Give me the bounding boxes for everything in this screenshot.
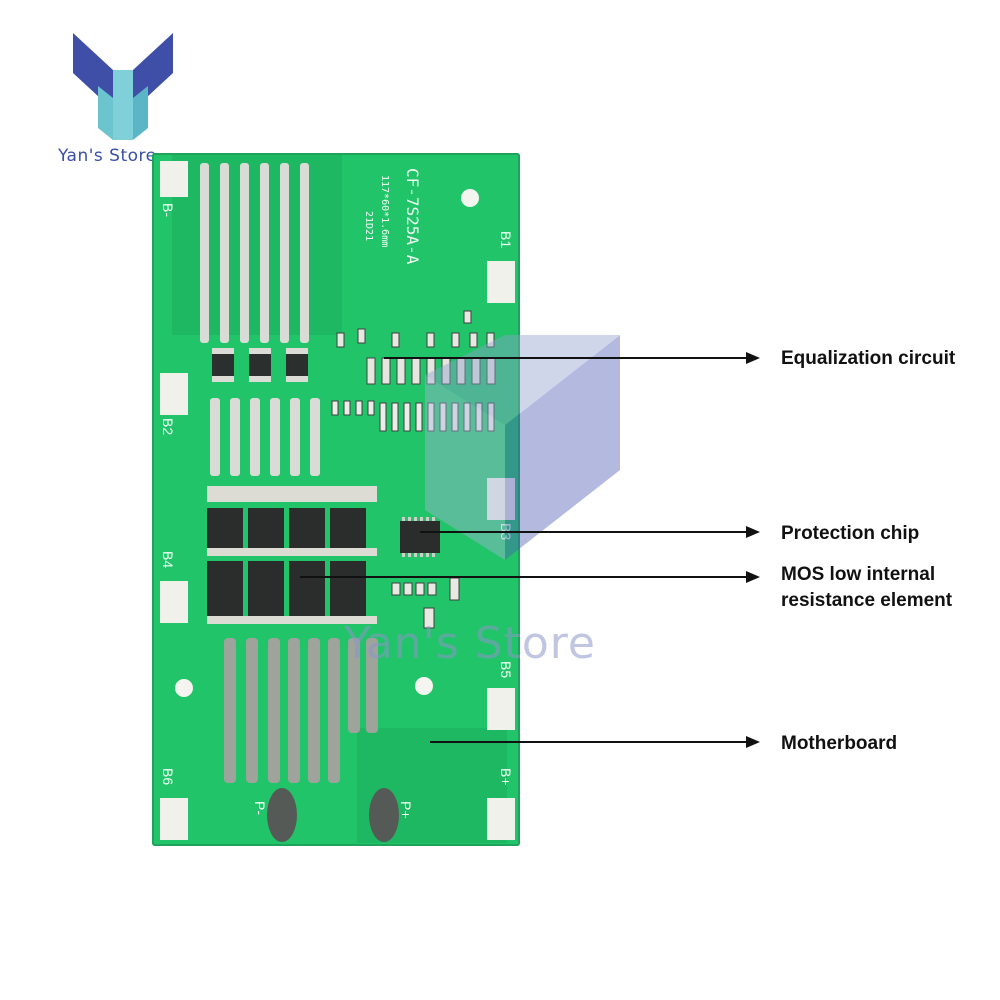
pad-b-minus-label: B- [160,203,176,217]
callout-line-equalization [384,357,748,359]
watermark-text: Yan's Store [344,618,596,669]
arrow-protection-icon [746,526,760,538]
label-mos-line1: MOS low internal [781,564,936,585]
p-plus-label: P+ [398,801,414,819]
board-date: 21D21 [363,211,374,242]
label-motherboard: Motherboard [781,733,898,754]
callout-line-protection [420,531,748,533]
pad-b6-label: B6 [160,768,176,786]
store-logo-icon [73,33,173,140]
pad-b4-label: B4 [160,551,176,569]
board-model: CF-7S25A-A [403,168,422,265]
arrow-equalization-icon [746,352,760,364]
pad-b2-label: B2 [160,418,176,436]
callout-line-mos [300,576,748,578]
label-equalization: Equalization circuit [781,348,956,369]
watermark-logo-icon [425,335,620,560]
arrow-mos-icon [746,571,760,583]
board-size: 117*60*1.6mm [379,175,390,248]
store-logo-text: Yan's Store [58,146,157,166]
label-protection-chip: Protection chip [781,523,920,544]
pcb-board: CF-7S25A-A 117*60*1.6mm 21D21 B- B1 B2 B… [152,153,520,846]
pcb-artwork [160,155,515,843]
arrow-motherboard-icon [746,736,760,748]
pad-b1-label: B1 [498,231,514,249]
pad-b-plus-label: B+ [498,768,514,786]
p-minus-label: P- [252,801,268,815]
callout-line-motherboard [430,741,748,743]
label-mos-line2: resistance element [781,590,953,611]
